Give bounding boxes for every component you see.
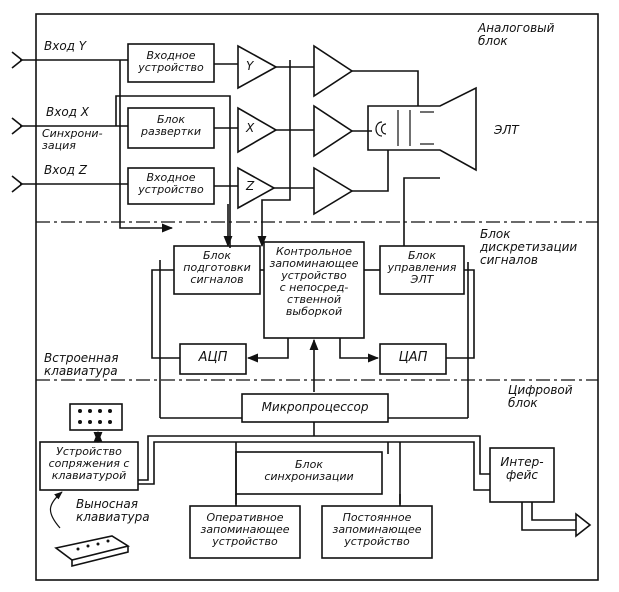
signal-prep-text: Блок подготовки сигналов xyxy=(183,249,251,287)
remote-keyboard-icon xyxy=(54,535,131,561)
keyboard-interface-text: Устройство сопряжения с клавиатурой xyxy=(48,445,130,483)
amp-z-label: Z xyxy=(246,179,255,193)
microprocessor-text: Микропроцессор xyxy=(261,400,369,414)
input-device-z-text: Входное устройство xyxy=(138,171,204,197)
dac-box xyxy=(379,343,447,375)
input-x-label: Вход X xyxy=(46,105,90,119)
outer-frame xyxy=(35,13,599,581)
control-memory-box xyxy=(263,241,365,339)
ram-text: Оперативное запоминающее устройство xyxy=(200,511,290,549)
dac-text: ЦАП xyxy=(398,350,428,365)
ram-box xyxy=(189,505,301,559)
control-memory-text: Контрольное запоминающее устройство с не… xyxy=(269,245,359,319)
amplifier-x xyxy=(237,106,278,154)
microprocessor-box xyxy=(241,393,389,423)
amplifier-z xyxy=(237,166,276,210)
keyboard-interface-box xyxy=(39,441,139,491)
sync-block-box xyxy=(235,451,383,495)
discretization-block-label: Блок дискретизации сигналов xyxy=(480,227,578,268)
builtin-keyboard-icon xyxy=(69,403,123,431)
power-amp-z xyxy=(313,166,354,216)
power-amp-x xyxy=(313,104,354,158)
adc-box xyxy=(179,343,247,375)
crt-label: ЭЛТ xyxy=(494,123,519,137)
amp-x-label: X xyxy=(246,121,255,135)
amp-y-label: Y xyxy=(246,59,254,73)
interface-text: Интер- фейс xyxy=(500,455,544,483)
keyboard-keys xyxy=(76,409,112,551)
rom-box xyxy=(321,505,433,559)
digital-block-label: Цифровой блок xyxy=(508,383,573,411)
input-y-label: Вход Y xyxy=(44,39,87,53)
external-bus-arrow xyxy=(575,512,592,538)
sync-input-label: Синхрони- зация xyxy=(42,127,103,153)
sync-block-text: Блок синхронизации xyxy=(264,458,354,484)
builtin-keyboard-label: Встроенная клавиатура xyxy=(44,351,119,379)
input-z-label: Вход Z xyxy=(44,163,88,177)
input-device-y-box xyxy=(127,43,215,83)
remote-keyboard-label: Выносная клавиатура xyxy=(76,497,150,525)
input-device-y-text: Входное устройство xyxy=(138,49,204,75)
adc-text: АЦП xyxy=(198,350,228,365)
rom-text: Постоянное запоминающее устройство xyxy=(332,511,422,549)
amplifier-y xyxy=(237,44,278,90)
power-amp-y xyxy=(313,44,354,98)
sweep-block-text: Блок развертки xyxy=(140,113,201,139)
crt-tube xyxy=(367,86,477,172)
analog-block-label: Аналоговый блок xyxy=(478,21,555,49)
crt-control-text: Блок управления ЭЛТ xyxy=(387,249,457,287)
